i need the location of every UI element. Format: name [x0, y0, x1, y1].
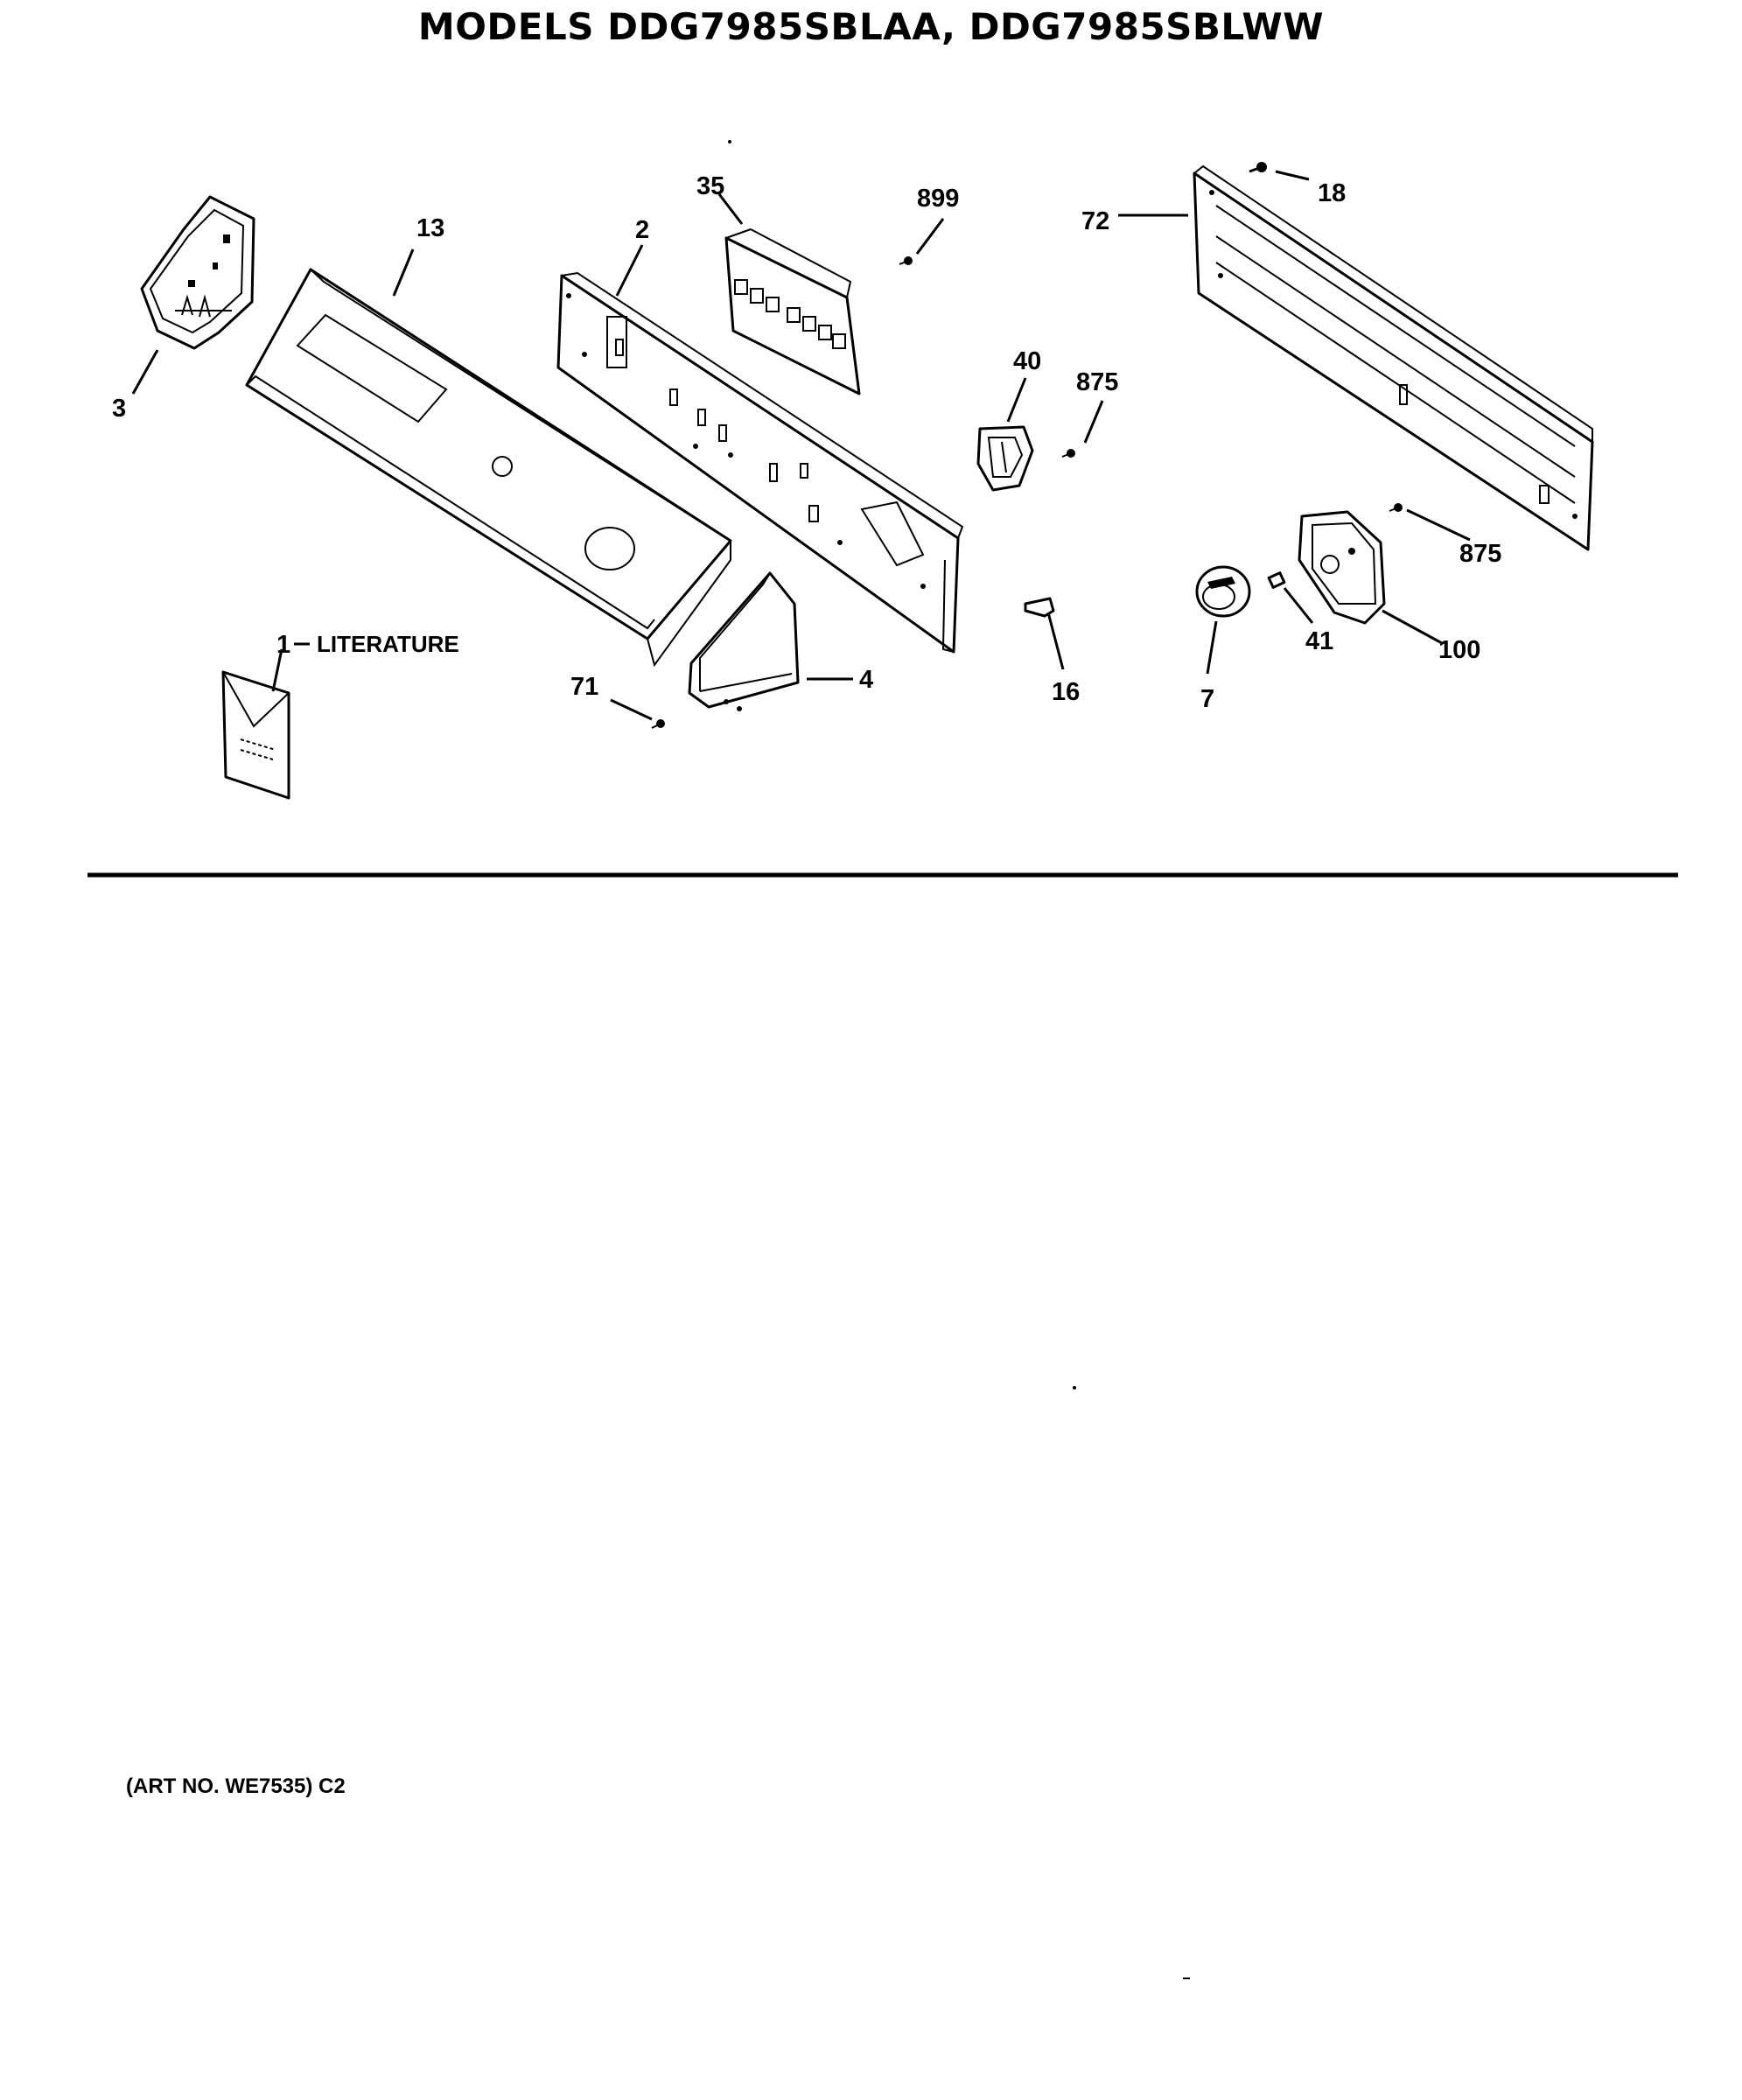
art-number: (ART NO. WE7535) C2 [126, 1774, 346, 1798]
part-40-switch [976, 425, 1034, 492]
screw-71 [651, 719, 665, 729]
screw-899 [899, 256, 913, 265]
part-100-timer [1298, 510, 1386, 625]
callout-7: 7 [1200, 685, 1214, 713]
callout-2: 2 [635, 216, 649, 244]
callout-3: 3 [112, 395, 126, 423]
part-1-literature-envelope [221, 670, 290, 800]
leader-lines [131, 170, 1471, 721]
callout-41: 41 [1305, 627, 1333, 655]
part-41-spring [1267, 571, 1286, 589]
part-2-control-frame [556, 271, 964, 654]
part-7-knob [1195, 565, 1251, 618]
page-title: MODELS DDG7985SBLAA, DDG7985SBLWW [417, 5, 1325, 48]
callout-16: 16 [1052, 678, 1080, 706]
callout-4: 4 [859, 666, 873, 694]
callout-100: 100 [1438, 636, 1480, 664]
part-35-button-board [724, 228, 861, 396]
callout-literature: LITERATURE [317, 631, 459, 657]
screw-875-upper [1061, 449, 1075, 458]
callout-875-lower: 875 [1459, 540, 1501, 568]
callout-1: 1 [276, 631, 290, 659]
callout-18: 18 [1318, 179, 1346, 207]
part-4-right-end-cap [688, 571, 800, 711]
callout-875-upper: 875 [1076, 368, 1118, 396]
screw-875-lower [1389, 503, 1403, 512]
callout-72: 72 [1081, 207, 1109, 235]
callout-35: 35 [696, 172, 724, 200]
part-72-rear-panel [1193, 164, 1594, 551]
screw-18 [1249, 162, 1267, 173]
callout-71: 71 [570, 673, 598, 701]
callout-13: 13 [416, 214, 444, 242]
part-3-left-end-cap [140, 195, 255, 350]
callout-40: 40 [1013, 347, 1041, 375]
part-13-control-panel [245, 268, 732, 668]
callout-899: 899 [917, 185, 959, 213]
